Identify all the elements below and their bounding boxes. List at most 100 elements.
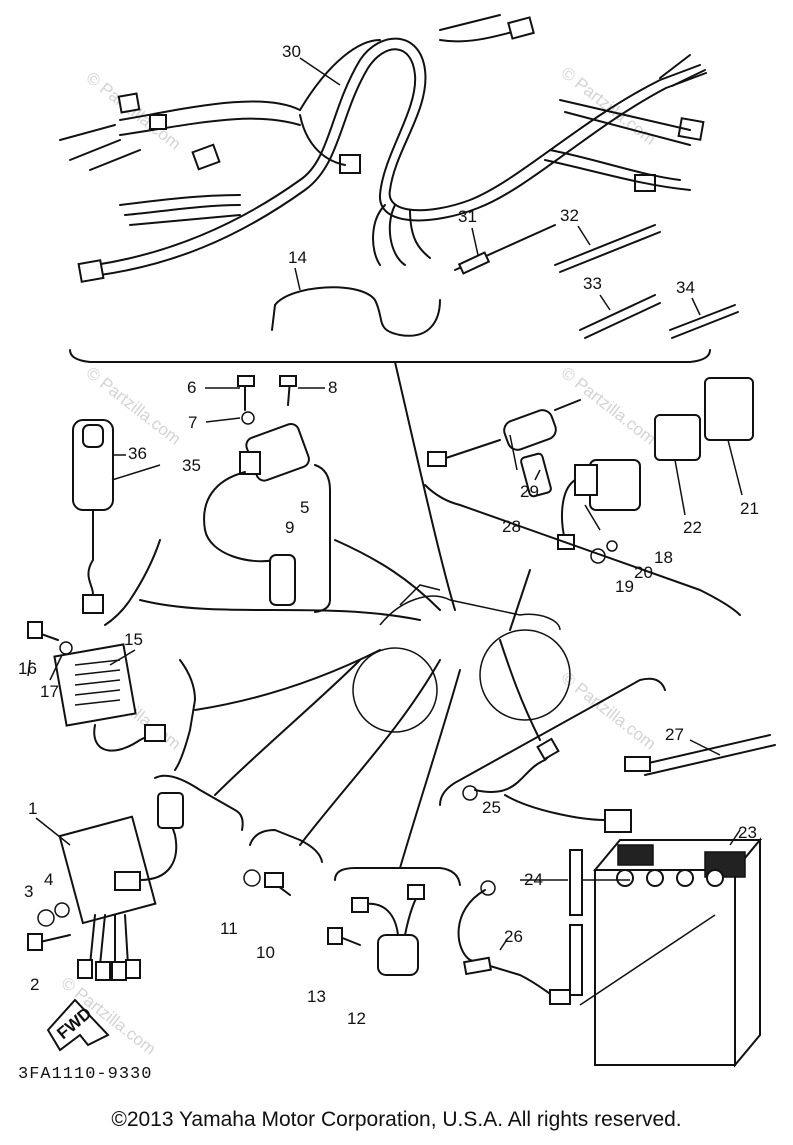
label-leader (299, 57, 341, 86)
cable-26-cap (462, 956, 493, 976)
part-number-label: 32 (560, 206, 579, 225)
label-leader (577, 225, 591, 246)
label-leader (691, 297, 701, 316)
part-number-label: 15 (124, 630, 143, 649)
part-number-label: 14 (288, 248, 307, 267)
label-leader (509, 434, 518, 471)
part-number-label: 13 (307, 987, 326, 1006)
lead-25-wire (504, 794, 606, 821)
part-number-label: 19 (615, 577, 634, 596)
part-number-label: 1 (28, 799, 37, 818)
cdi-unit (58, 792, 184, 981)
part-number-label: 22 (683, 518, 702, 537)
label-leader (499, 937, 509, 951)
part-number-label: 23 (738, 823, 757, 842)
harness-bracket (69, 349, 711, 363)
label-leader (599, 294, 611, 311)
part-number-label: 25 (482, 798, 501, 817)
starter-relay (557, 459, 641, 550)
part-number-label: 33 (583, 274, 602, 293)
label-leader (584, 504, 601, 531)
washer-4 (54, 902, 70, 918)
label-leader (109, 649, 136, 666)
washer-3 (37, 909, 55, 927)
fuse-29 (520, 452, 552, 498)
main-switch (72, 419, 114, 614)
battery-lead-leader (499, 639, 541, 741)
part-number-label: 7 (188, 413, 197, 432)
sub-lead-end (271, 304, 276, 331)
battery (592, 837, 763, 1068)
part-number-label: 36 (128, 444, 147, 463)
band (579, 294, 661, 339)
rectifier-bracket (174, 659, 196, 771)
bolt-head-13 (327, 927, 343, 945)
part-number-label: 11 (220, 919, 238, 938)
part-number-label: 21 (740, 499, 759, 518)
washer-7 (241, 411, 255, 425)
part-number-label: 16 (18, 659, 37, 678)
relay-21 (704, 377, 754, 441)
part-number-label: 4 (44, 870, 53, 889)
band-27-clip (624, 756, 651, 772)
lead-25-connector (604, 809, 632, 833)
part-number-labels: 1 2 3 4 5 6 7 8 9 10 11 12 13 14 15 16 1… (18, 42, 759, 1028)
part-number-label: 34 (676, 278, 695, 297)
bolt-head-2 (27, 933, 43, 951)
relay-22 (654, 414, 701, 461)
switch-12-leader (399, 669, 461, 869)
sensor-10-body (264, 872, 284, 888)
bolt-2 (39, 934, 71, 943)
label-leader (534, 469, 541, 481)
switch-12-bracket (334, 867, 461, 886)
breather-hose-24 (569, 849, 583, 916)
washer-20 (606, 540, 618, 552)
band (554, 224, 661, 273)
label-leader (49, 654, 63, 681)
label-leader (727, 439, 743, 496)
cdi-bracket (154, 774, 244, 831)
hose-leader-2 (579, 914, 716, 1006)
wire-harness (59, 14, 707, 283)
lead-25 (474, 754, 551, 793)
part-number-label: 5 (300, 498, 309, 517)
copyright-notice: ©2013 Yamaha Motor Corporation, U.S.A. A… (111, 1108, 682, 1131)
switch-bracket (104, 539, 161, 626)
label-leader (729, 829, 741, 846)
bolt-head-8 (279, 375, 297, 387)
part-number-label: 2 (30, 975, 39, 994)
coil-leader (334, 539, 441, 611)
battery-band-27 (639, 734, 776, 776)
label-leader (111, 454, 161, 481)
fuse-holder (427, 399, 581, 467)
cable-tie-head (457, 251, 491, 275)
label-leader (471, 227, 479, 256)
washer-11 (243, 869, 261, 887)
part-number-label: 31 (458, 207, 477, 226)
ignition-coil (203, 423, 310, 606)
part-number-label: 29 (520, 482, 539, 501)
watermark: © Partzilla.com (558, 668, 660, 754)
part-number-label: 28 (502, 517, 521, 536)
vehicle-silhouette (352, 584, 571, 733)
washer-17 (59, 641, 73, 655)
part-number-label: 8 (328, 378, 337, 397)
breather-hose-24-lower (569, 924, 583, 996)
relay-bracket (424, 484, 741, 616)
cable-26-end (549, 989, 571, 1005)
lead-25-terminal (462, 785, 478, 801)
battery-lead-bracket (439, 677, 666, 806)
watermark: © Partzilla.com (558, 63, 660, 149)
watermark: © Partzilla.com (558, 363, 660, 449)
label-leader (674, 459, 686, 516)
coil-bracket (314, 464, 331, 613)
part-number-label: 30 (282, 42, 301, 61)
sub-lead (274, 286, 441, 337)
part-number-label: 3 (24, 882, 33, 901)
cable-26-terminal (480, 880, 496, 896)
sensor-bracket (249, 829, 323, 863)
diagram-code: 3FA1110-9330 (18, 1065, 153, 1084)
part-number-label: 26 (504, 927, 523, 946)
label-leader (294, 267, 301, 291)
